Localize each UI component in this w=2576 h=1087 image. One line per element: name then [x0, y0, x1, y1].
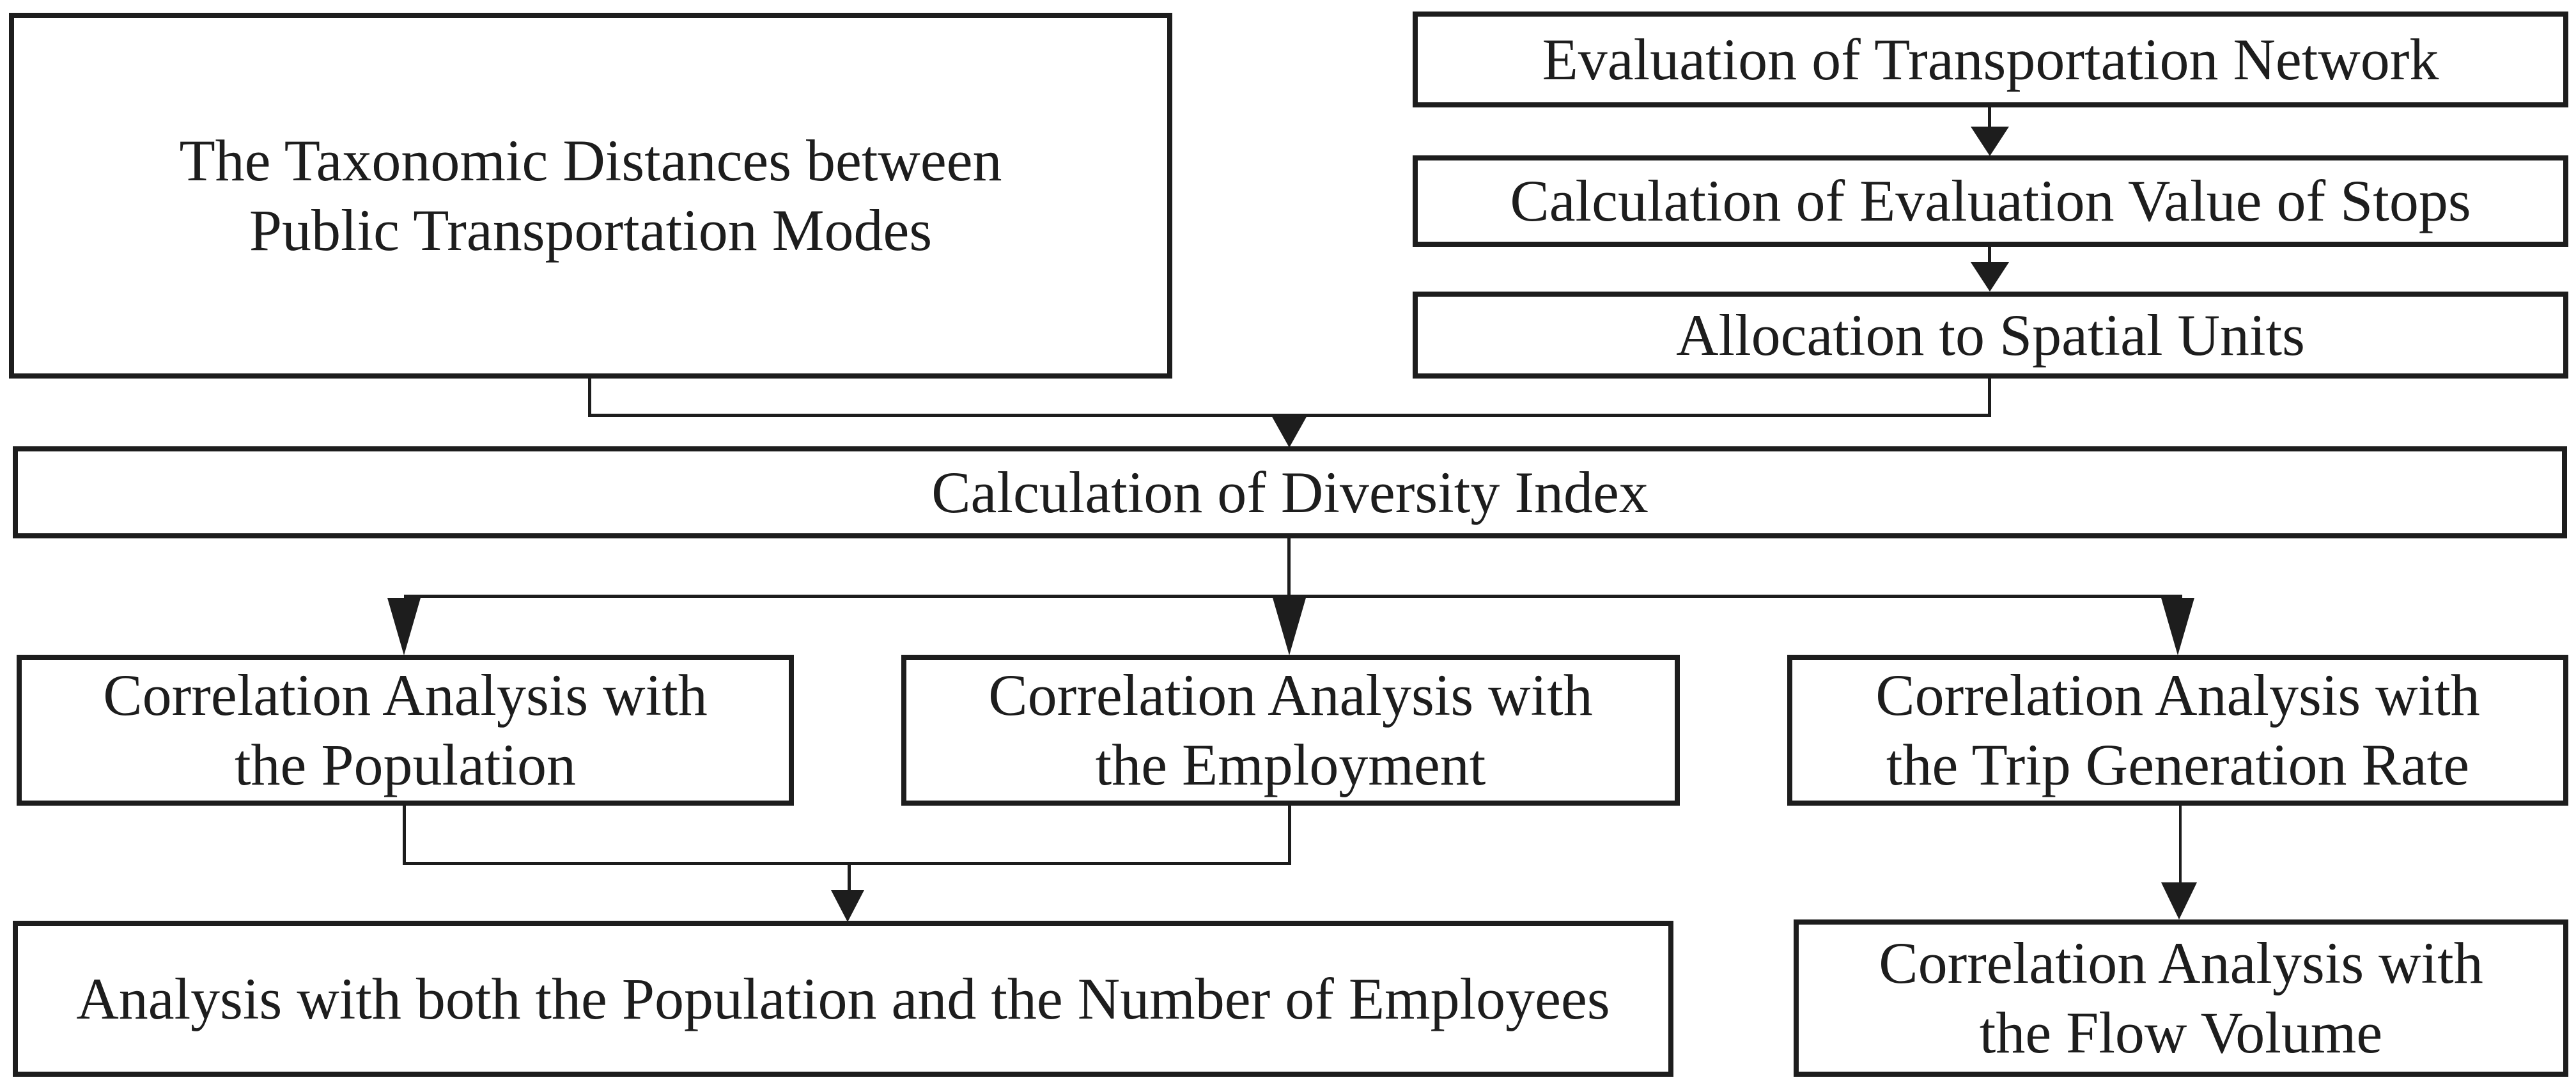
arrowhead-down-icon — [2161, 882, 2197, 919]
connector-both-stub — [848, 862, 851, 891]
arrowhead-down-icon — [1271, 416, 1307, 448]
node-flow-label: Correlation Analysis with the Flow Volum… — [1879, 930, 2483, 1065]
connector-merge-bottom-hline — [403, 862, 1291, 865]
node-eval-network-label: Evaluation of Transportation Network — [1542, 26, 2439, 92]
node-diversity-label: Calculation of Diversity Index — [931, 459, 1649, 525]
node-analysis-both: Analysis with both the Population and th… — [13, 921, 1673, 1077]
connector-calc-to-allocation — [1988, 246, 1991, 265]
node-employment: Correlation Analysis with the Employment — [901, 655, 1680, 806]
arrowhead-down-icon — [2161, 598, 2194, 655]
node-population-label: Correlation Analysis with the Population — [103, 662, 708, 797]
arrowhead-down-icon — [387, 598, 421, 655]
node-analysis-both-label: Analysis with both the Population and th… — [76, 966, 1610, 1031]
node-trip-rate-label: Correlation Analysis with the Trip Gener… — [1875, 662, 2480, 797]
node-calc-stops: Calculation of Evaluation Value of Stops — [1413, 155, 2568, 247]
node-eval-network: Evaluation of Transportation Network — [1413, 12, 2568, 107]
node-population: Correlation Analysis with the Population — [17, 655, 794, 806]
connector-split-hline — [404, 595, 2182, 598]
node-taxonomic-label: The Taxonomic Distances between Public T… — [179, 128, 1002, 263]
connector-diversity-drop — [1287, 537, 1291, 598]
node-diversity: Calculation of Diversity Index — [13, 446, 2567, 538]
arrowhead-down-icon — [1971, 262, 2009, 292]
arrowhead-down-icon — [1273, 598, 1306, 655]
node-trip-rate: Correlation Analysis with the Trip Gener… — [1787, 655, 2568, 806]
connector-taxonomic-drop — [588, 377, 591, 417]
node-flow: Correlation Analysis with the Flow Volum… — [1794, 919, 2568, 1077]
arrowhead-down-icon — [831, 890, 864, 922]
arrowhead-down-icon — [1971, 127, 2009, 156]
node-calc-stops-label: Calculation of Evaluation Value of Stops — [1510, 168, 2471, 234]
connector-trip-to-flow — [2179, 806, 2182, 884]
connector-employment-drop — [1288, 806, 1291, 865]
node-allocation-label: Allocation to Spatial Units — [1676, 302, 2305, 368]
connector-population-drop — [403, 806, 406, 865]
connector-allocation-drop — [1988, 377, 1991, 417]
node-taxonomic: The Taxonomic Distances between Public T… — [9, 13, 1172, 379]
connector-eval-to-calc — [1988, 106, 1991, 129]
node-employment-label: Correlation Analysis with the Employment — [988, 662, 1593, 797]
node-allocation: Allocation to Spatial Units — [1413, 292, 2568, 379]
connector-merge-top-hline — [588, 414, 1991, 417]
